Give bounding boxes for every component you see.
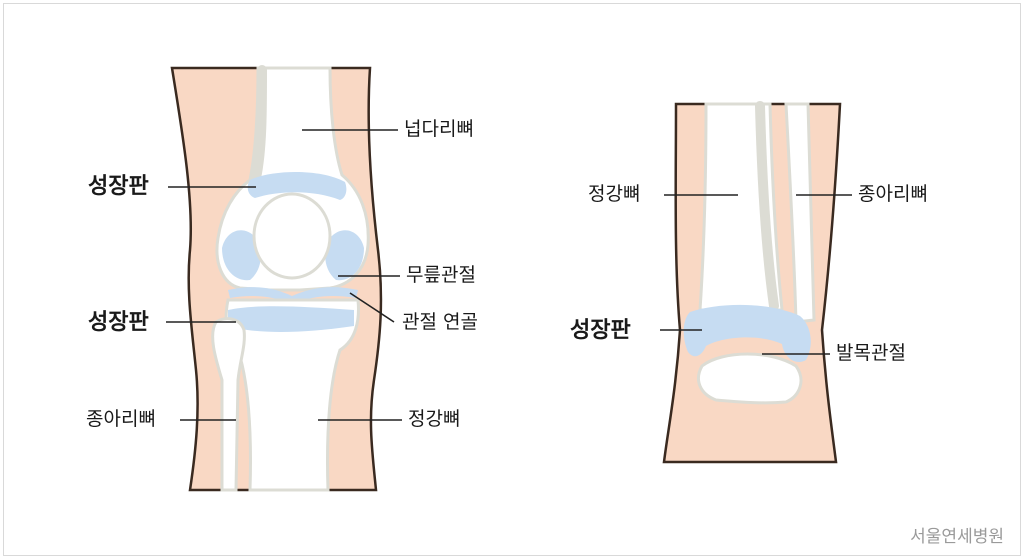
ankle-fibula bbox=[784, 102, 816, 324]
knee-patella bbox=[252, 192, 332, 280]
knee-femur-shade bbox=[251, 65, 267, 183]
knee-condyle-right bbox=[325, 230, 364, 281]
label-knee-fibula: 종아리뼈 bbox=[86, 408, 156, 430]
knee-leader-lines bbox=[166, 129, 402, 421]
ankle-growth-plate-shape bbox=[683, 304, 811, 363]
ankle-leader-lines bbox=[660, 194, 852, 355]
knee-fibula bbox=[211, 317, 246, 492]
knee-articular-cartilage-shape bbox=[228, 287, 358, 304]
ankle-tibia-shade bbox=[755, 101, 779, 311]
knee-illustration bbox=[166, 65, 402, 492]
label-ankle-tibia: 정강뼈 bbox=[588, 183, 641, 205]
label-growth-plate-lower: 성장판 bbox=[88, 310, 149, 335]
knee-growth-plate-lower-shape bbox=[228, 306, 354, 332]
diagram-frame bbox=[3, 3, 1021, 556]
label-articular-cartilage: 관절 연골 bbox=[402, 311, 478, 333]
knee-condyle-left bbox=[222, 230, 261, 281]
label-ankle-growth-plate: 성장판 bbox=[570, 318, 631, 343]
label-knee-joint: 무릎관절 bbox=[406, 264, 476, 286]
ankle-talus bbox=[697, 352, 803, 405]
label-ankle-joint: 발목관절 bbox=[836, 342, 906, 364]
knee-growth-plate-upper-shape bbox=[247, 172, 347, 200]
ankle-illustration bbox=[660, 101, 852, 464]
label-growth-plate-upper: 성장판 bbox=[88, 174, 149, 199]
label-knee-tibia: 정강뼈 bbox=[408, 408, 461, 430]
label-femur: 넙다리뼈 bbox=[404, 118, 474, 140]
label-ankle-fibula: 종아리뼈 bbox=[858, 183, 928, 205]
brand-watermark: 서울연세병원 bbox=[910, 527, 1004, 547]
